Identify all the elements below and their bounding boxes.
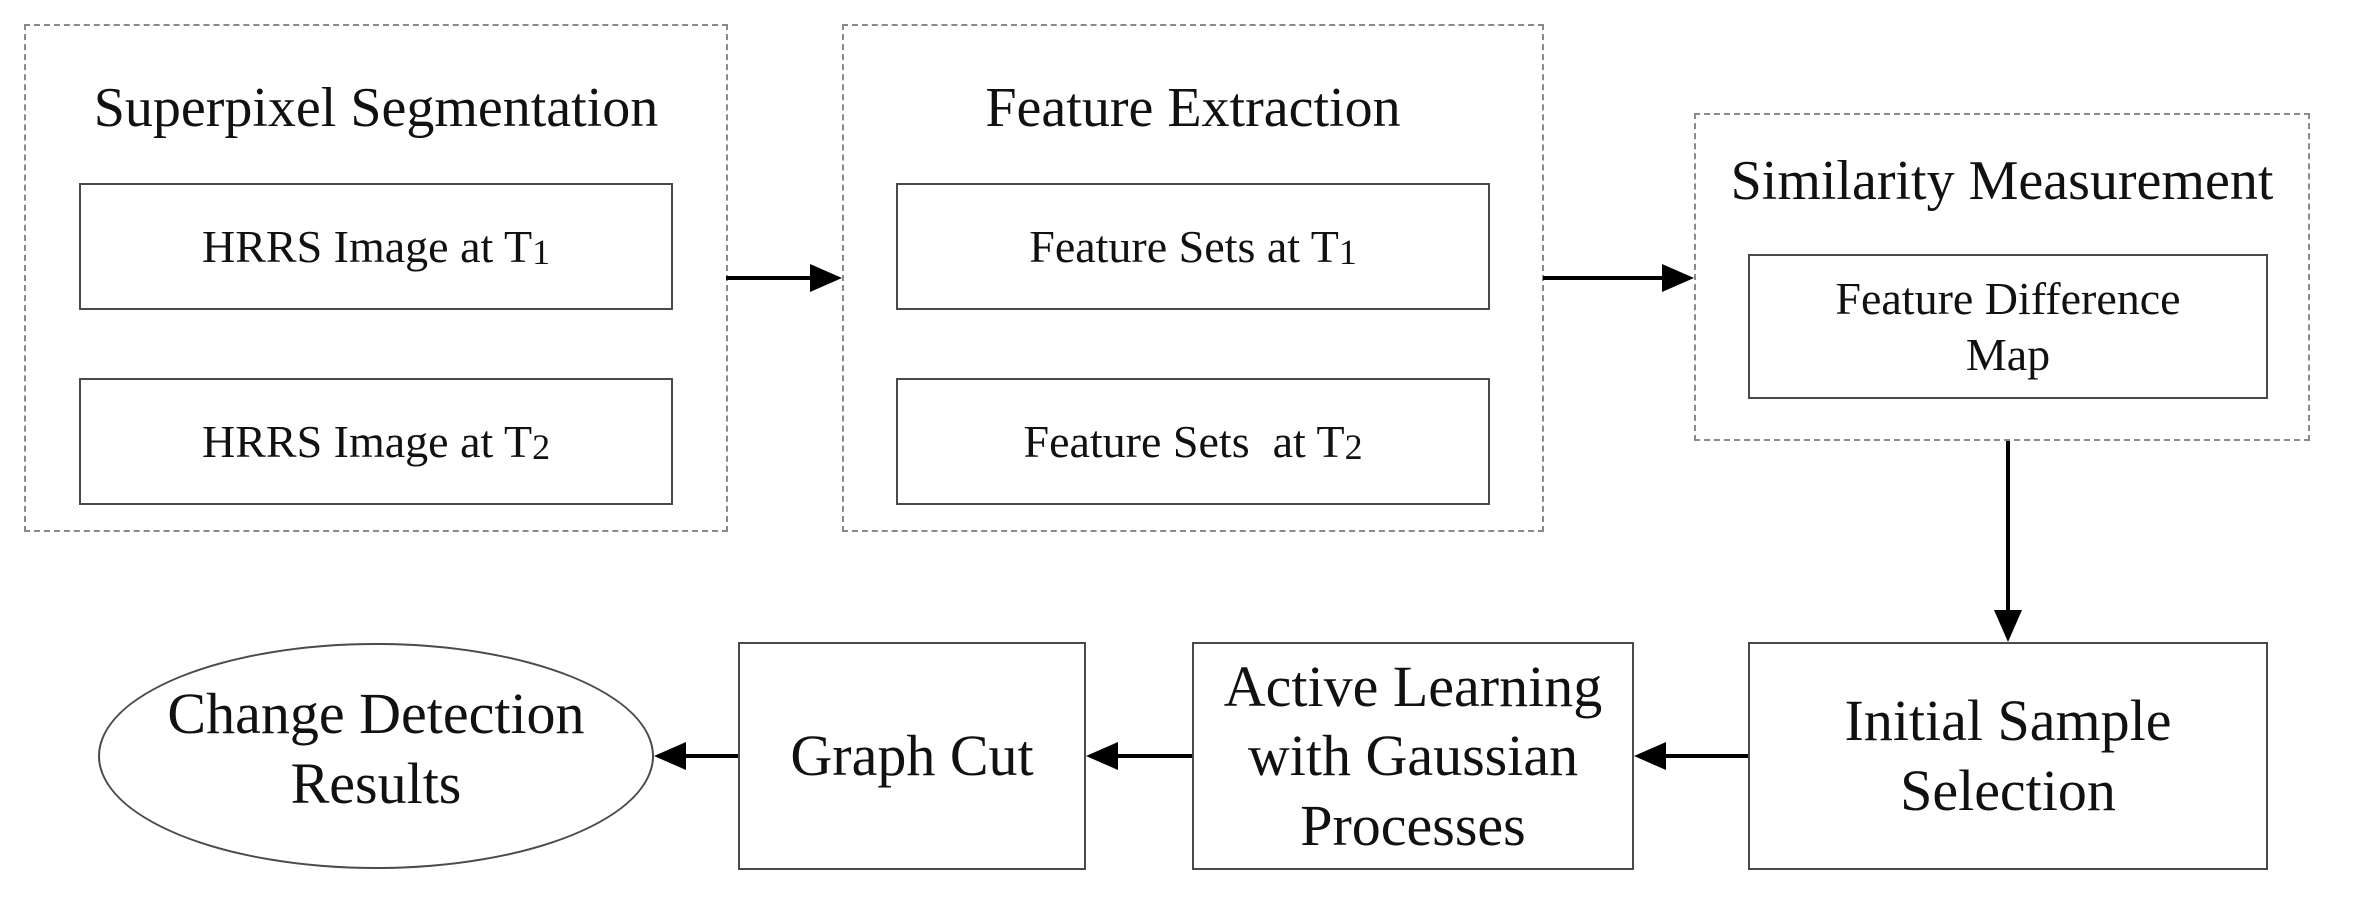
graph-cut-box: Graph Cut xyxy=(738,642,1086,870)
active-learning-box: Active Learning with Gaussian Processes xyxy=(1192,642,1634,870)
arrowhead-1 xyxy=(810,264,842,292)
feature-sets-t1-label: Feature Sets at T1 xyxy=(1029,220,1357,273)
feature-sets-t2-box: Feature Sets at T2 xyxy=(896,378,1490,505)
graph-cut-label: Graph Cut xyxy=(790,723,1034,789)
hrrs-image-t2-label: HRRS Image at T2 xyxy=(201,415,550,468)
feature-difference-map-label: Feature Difference Map xyxy=(1835,273,2181,380)
feature-difference-map-box: Feature Difference Map xyxy=(1748,254,2268,399)
active-learning-label: Active Learning with Gaussian Processes xyxy=(1223,653,1603,858)
hrrs-image-t1-label: HRRS Image at T1 xyxy=(201,220,550,273)
feature-extraction-title: Feature Extraction xyxy=(985,77,1401,139)
arrowhead-5 xyxy=(1086,742,1118,770)
arrowhead-4 xyxy=(1634,742,1666,770)
change-detection-results-ellipse: Change Detection Results xyxy=(98,643,654,869)
feature-sets-t2-label: Feature Sets at T2 xyxy=(1023,415,1363,468)
similarity-measurement-title: Similarity Measurement xyxy=(1730,150,2274,212)
initial-sample-selection-box: Initial Sample Selection xyxy=(1748,642,2268,870)
hrrs-image-t2-box: HRRS Image at T2 xyxy=(79,378,673,505)
change-detection-results-label: Change Detection Results xyxy=(167,681,585,816)
hrrs-image-t1-box: HRRS Image at T1 xyxy=(79,183,673,310)
initial-sample-selection-label: Initial Sample Selection xyxy=(1844,688,2172,823)
feature-sets-t1-box: Feature Sets at T1 xyxy=(896,183,1490,310)
arrowhead-2 xyxy=(1662,264,1694,292)
arrowhead-6 xyxy=(654,742,686,770)
arrowhead-3 xyxy=(1994,610,2022,642)
superpixel-segmentation-title: Superpixel Segmentation xyxy=(93,77,659,139)
